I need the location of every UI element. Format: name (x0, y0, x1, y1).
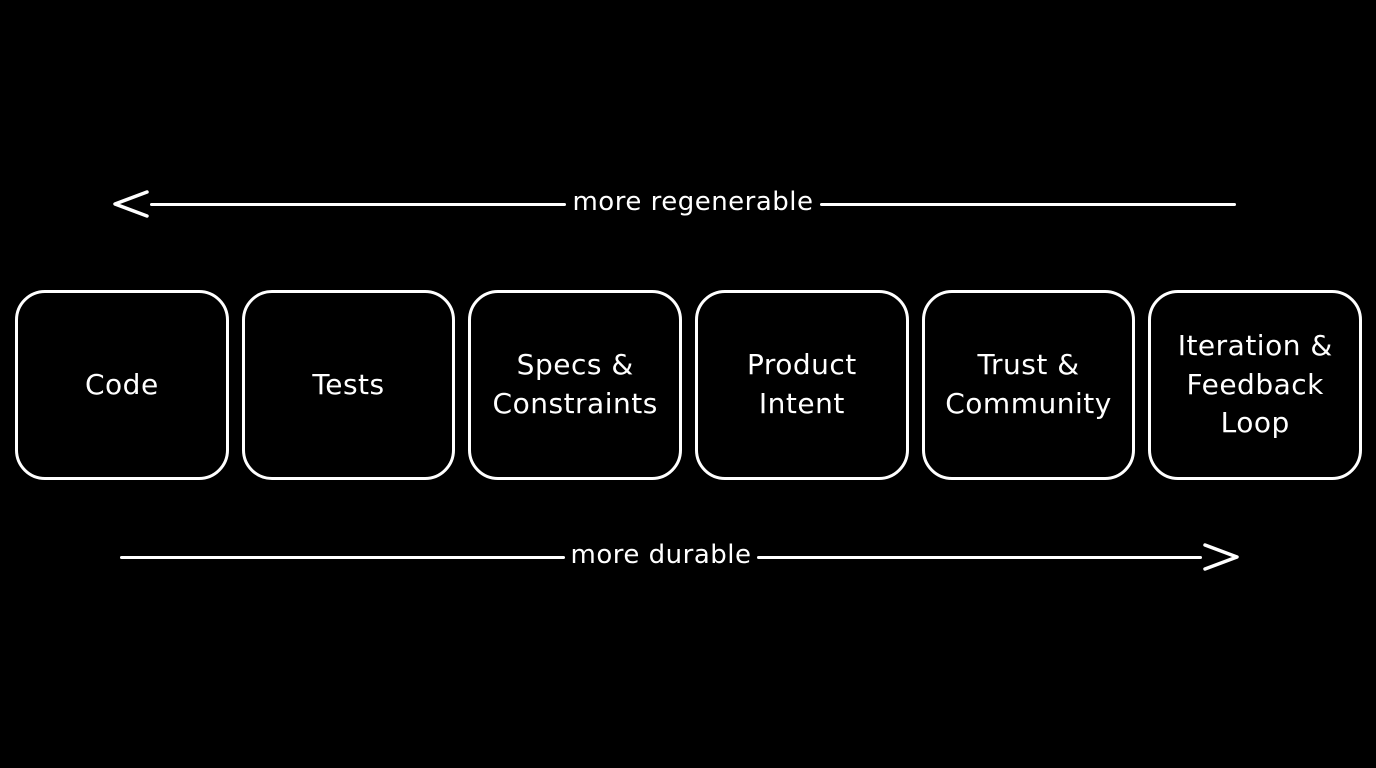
arrow-line (120, 555, 565, 559)
bottom-arrow-label: more durable (570, 540, 752, 570)
bottom-arrow: more durable (120, 537, 1242, 577)
top-arrow-label: more regenerable (572, 187, 814, 217)
box-specs-constraints: Specs & Constraints (468, 290, 683, 480)
top-arrow: more regenerable (110, 184, 1236, 224)
box-code: Code (15, 290, 229, 480)
boxes-row: Code Tests Specs & Constraints Product I… (15, 290, 1363, 480)
arrowhead-right-icon (1203, 543, 1239, 571)
box-trust-community: Trust & Community (921, 290, 1136, 480)
arrow-line (757, 555, 1203, 559)
arrowhead-left-icon (113, 190, 149, 218)
box-label: Trust & Community (945, 348, 1112, 420)
box-product-intent: Product Intent (695, 290, 909, 480)
arrow-line (819, 202, 1236, 206)
box-label: Product Intent (746, 348, 857, 420)
box-tests: Tests (241, 290, 456, 480)
box-label: Iteration & Feedback Loop (1177, 329, 1333, 440)
box-label: Code (84, 367, 159, 401)
box-iteration-feedback-loop: Iteration & Feedback Loop (1148, 290, 1363, 480)
box-label: Tests (312, 367, 385, 401)
box-label: Specs & Constraints (492, 348, 658, 420)
arrow-line (150, 202, 567, 206)
